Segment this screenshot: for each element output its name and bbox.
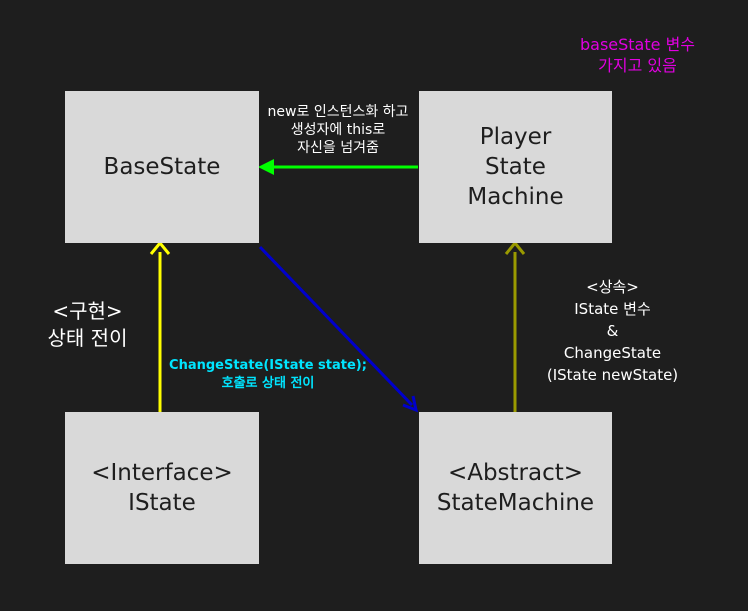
player-state-machine-text: Player State Machine bbox=[467, 124, 564, 210]
istate-text: <Interface> IState bbox=[91, 460, 233, 516]
green-arrowhead bbox=[258, 159, 274, 175]
base-state-variable-note: baseState 변수 가지고 있음 bbox=[579, 35, 696, 75]
green-arrow-label: new로 인스턴스화 하고 생성자에 this로 자신을 넘겨줌 bbox=[267, 104, 409, 156]
base-state-box: BaseState bbox=[65, 91, 259, 243]
implementation-label: <구현> 상태 전이 bbox=[47, 299, 128, 350]
olive-arrowhead bbox=[504, 240, 526, 255]
state-machine-text: <Abstract> StateMachine bbox=[436, 460, 595, 516]
state-machine-box: <Abstract> StateMachine bbox=[419, 412, 612, 564]
base-state-text: BaseState bbox=[103, 154, 221, 180]
istate-box: <Interface> IState bbox=[65, 412, 259, 564]
change-state-label: ChangeState(IState state); 호출로 상태 전이 bbox=[169, 358, 367, 391]
yellow-arrowhead bbox=[149, 240, 171, 255]
inheritance-label: <상속> IState 변수 & ChangeState (IState new… bbox=[546, 278, 679, 384]
blue-arrowhead bbox=[402, 395, 419, 413]
blue-arrow bbox=[258, 245, 414, 407]
player-state-machine-box: Player State Machine bbox=[419, 91, 612, 243]
